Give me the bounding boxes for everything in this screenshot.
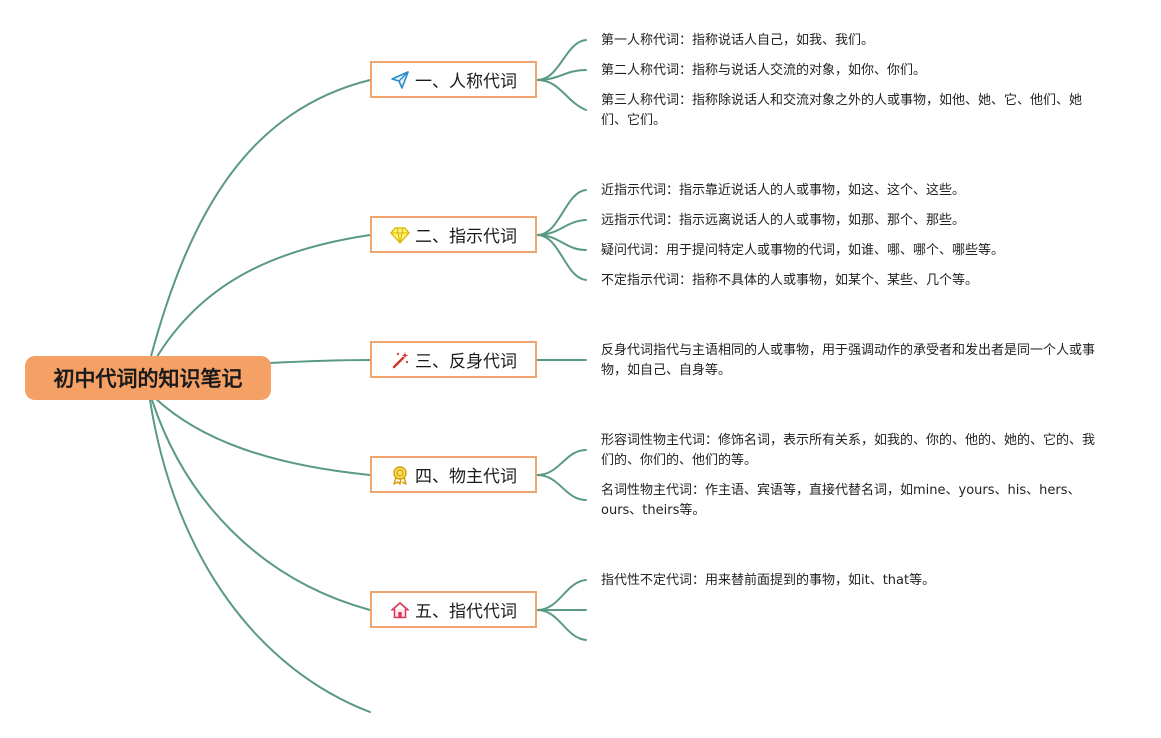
branch-topic-possessive-pronouns[interactable]: 四、物主代词 — [370, 456, 537, 493]
leaf-nominal-possessive[interactable]: 名词性物主代词：作主语、宾语等，直接代替名词，如mine、yours、his、h… — [601, 483, 1081, 518]
leaf-interrogative[interactable]: 疑问代词：用于提问特定人或事物的代词，如谁、哪、哪个、哪些等。 — [601, 243, 1005, 258]
leaf-third-person[interactable]: 第三人称代词：指称除说话人和交流对象之外的人或事物，如他、她、它、他们、她们、它… — [601, 93, 1083, 128]
paper-plane-icon — [391, 70, 409, 89]
leaf-proximal-demonstrative[interactable]: 近指示代词：指示靠近说话人的人或事物，如这、这个、这些。 — [601, 183, 966, 198]
award-ribbon-icon — [393, 465, 407, 485]
leaf-referential-indefinite[interactable]: 指代性不定代词：用来替前面提到的事物，如it、that等。 — [601, 573, 936, 588]
leaf-indefinite-demonstrative[interactable]: 不定指示代词：指称不具体的人或事物，如某个、某些、几个等。 — [601, 273, 979, 288]
root-topic-label: 初中代词的知识笔记 — [53, 367, 243, 391]
branch-topic-label: 一、人称代词 — [415, 72, 517, 92]
leaf-first-person[interactable]: 第一人称代词：指称说话人自己，如我、我们。 — [601, 33, 875, 48]
house-icon — [391, 601, 409, 618]
diamond-icon — [390, 226, 410, 244]
branch-topic-referential-pronouns[interactable]: 五、指代代词 — [370, 591, 537, 628]
magic-wand-icon — [392, 351, 409, 368]
branch-topic-label: 三、反身代词 — [415, 352, 517, 372]
leaf-second-person[interactable]: 第二人称代词：指称与说话人交流的对象，如你、你们。 — [601, 63, 927, 78]
branch-topic-label: 四、物主代词 — [415, 467, 517, 487]
branch-topic-demonstrative-pronouns[interactable]: 二、指示代词 — [370, 216, 537, 253]
branch-topic-label: 二、指示代词 — [415, 227, 517, 247]
leaf-reflexive[interactable]: 反身代词指代与主语相同的人或事物，用于强调动作的承受者和发出者是同一个人或事物，… — [601, 343, 1096, 378]
branch-topic-reflexive-pronouns[interactable]: 三、反身代词 — [370, 341, 537, 378]
branch-topic-label: 五、指代代词 — [415, 602, 517, 622]
leaf-distal-demonstrative[interactable]: 远指示代词：指示远离说话人的人或事物，如那、那个、那些。 — [601, 213, 966, 228]
branch-topic-personal-pronouns[interactable]: 一、人称代词 — [370, 61, 537, 98]
root-topic[interactable]: 初中代词的知识笔记 — [25, 356, 271, 400]
leaf-adjectival-possessive[interactable]: 形容词性物主代词：修饰名词，表示所有关系，如我的、你的、他的、她的、它的、我们的… — [601, 433, 1096, 468]
